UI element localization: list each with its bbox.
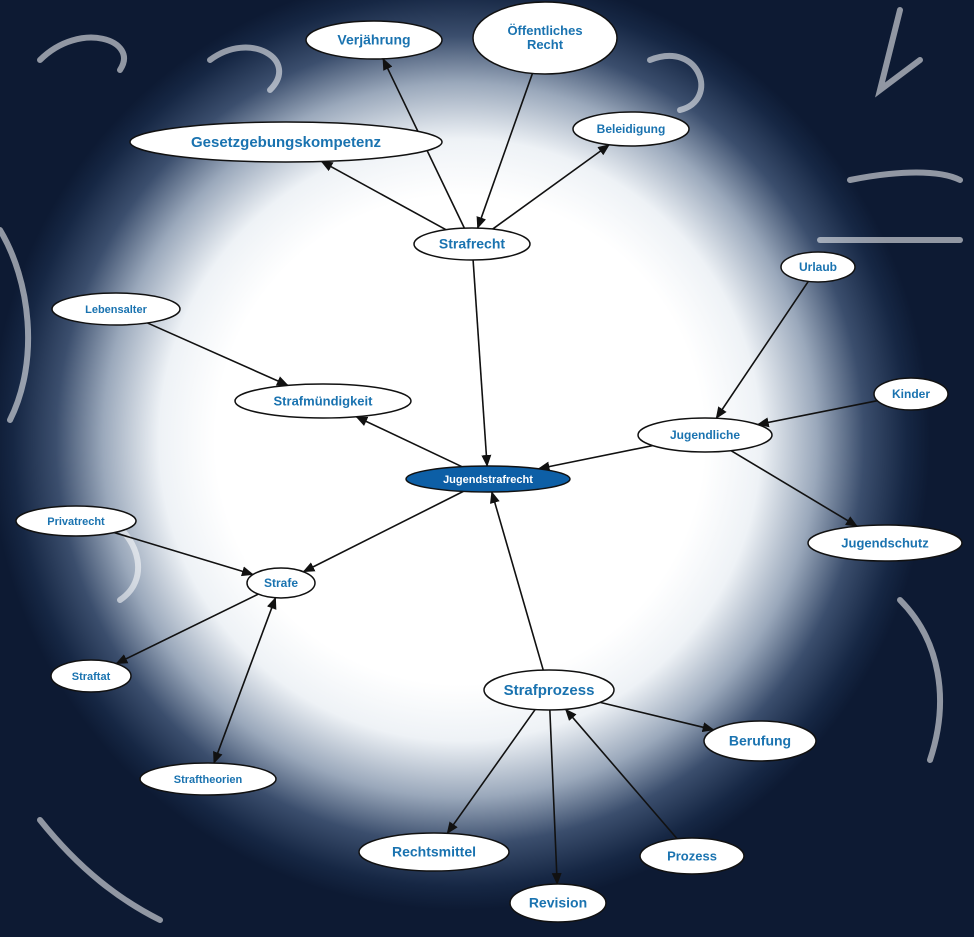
node-jugendliche-shape (637, 417, 773, 453)
node-beleidigung-shape (572, 111, 690, 147)
edge-prozess-to-strafprozess (565, 708, 678, 840)
node-privatrecht-label: Privatrecht (47, 516, 105, 528)
node-strafprozess-shape (483, 669, 615, 711)
node-prozess: Prozess (639, 837, 745, 875)
node-verjaehrung: Verjährung (305, 20, 443, 60)
node-lebensalter-label: Lebensalter (85, 304, 147, 316)
node-berufung: Berufung (703, 720, 817, 762)
node-verjaehrung-shape (305, 20, 443, 60)
node-kinder-shape (873, 377, 949, 411)
node-strafe-label: Strafe (264, 576, 298, 590)
node-strafe-shape (246, 567, 316, 599)
node-rechtsmittel-shape (358, 832, 510, 872)
node-straftat-label: Straftat (72, 671, 111, 683)
edge-strafrecht-to-beleidigung (492, 144, 611, 230)
node-jugendliche-label: Jugendliche (670, 428, 740, 442)
edge-jugendstrafrecht-to-strafe (302, 490, 464, 573)
edge-strafprozess-to-rechtsmittel (446, 709, 536, 835)
node-jugendstrafrecht-shape (405, 465, 571, 493)
edge-strafrecht-to-jugendstrafrecht (472, 259, 492, 467)
node-strafmuendigkeit-label: Strafmündigkeit (274, 393, 374, 408)
node-prozess-shape (639, 837, 745, 875)
node-straftat: Straftat (50, 659, 132, 693)
edge-jugendliche-to-jugendstrafrecht (537, 444, 653, 472)
node-verjaehrung-label: Verjährung (337, 32, 410, 48)
node-strafrecht-shape (413, 227, 531, 261)
node-beleidigung-label: Beleidigung (597, 122, 666, 136)
node-strafe: Strafe (246, 567, 316, 599)
node-jugendschutz-label: Jugendschutz (841, 535, 929, 550)
edge-strafe-to-straftheorien (213, 596, 277, 764)
edge-strafprozess-to-jugendstrafrecht (490, 491, 545, 671)
node-strafprozess-label: Strafprozess (504, 682, 595, 699)
node-strafmuendigkeit: Strafmündigkeit (234, 383, 412, 419)
edge-jugendstrafrecht-to-strafmuendigkeit (355, 416, 463, 468)
node-jugendstrafrecht-label: Jugendstrafrecht (443, 474, 533, 486)
node-straftheorien-label: Straftheorien (174, 774, 243, 786)
edge-oeffentliches-recht-to-strafrecht (476, 73, 534, 230)
node-jugendschutz-shape (807, 524, 963, 562)
node-oeffentliches-recht-label-line: Öffentliches (507, 23, 582, 38)
node-rechtsmittel-label: Rechtsmittel (392, 844, 476, 860)
node-jugendliche: Jugendliche (637, 417, 773, 453)
node-straftheorien: Straftheorien (139, 762, 277, 796)
node-privatrecht-shape (15, 505, 137, 537)
node-urlaub: Urlaub (780, 251, 856, 283)
node-privatrecht: Privatrecht (15, 505, 137, 537)
node-gesetzgebungskompetenz: Gesetzgebungskompetenz (129, 121, 443, 163)
node-revision: Revision (509, 883, 607, 923)
node-strafprozess: Strafprozess (483, 669, 615, 711)
node-oeffentliches-recht-label-line: Recht (527, 38, 564, 53)
node-strafrecht: Strafrecht (413, 227, 531, 261)
node-urlaub-label: Urlaub (799, 260, 837, 274)
node-straftat-shape (50, 659, 132, 693)
node-prozess-label: Prozess (667, 848, 717, 863)
node-lebensalter: Lebensalter (51, 292, 181, 326)
node-jugendstrafrecht: Jugendstrafrecht (405, 465, 571, 493)
node-lebensalter-shape (51, 292, 181, 326)
node-strafrecht-label: Strafrecht (439, 236, 505, 252)
edge-jugendliche-to-jugendschutz (730, 449, 858, 527)
node-berufung-shape (703, 720, 817, 762)
node-rechtsmittel: Rechtsmittel (358, 832, 510, 872)
node-straftheorien-shape (139, 762, 277, 796)
node-kinder-label: Kinder (892, 387, 930, 401)
node-oeffentliches-recht-shape (472, 1, 618, 75)
node-urlaub-shape (780, 251, 856, 283)
edge-strafprozess-to-revision (549, 709, 562, 886)
edge-strafrecht-to-gesetzgebungskompetenz (320, 160, 447, 231)
edge-lebensalter-to-strafmuendigkeit (147, 322, 289, 387)
node-gesetzgebungskompetenz-shape (129, 121, 443, 163)
edge-urlaub-to-jugendliche (715, 281, 809, 420)
nodes: Jugendstrafrecht Strafrecht Verjährung Öffe… (15, 1, 963, 923)
edge-kinder-to-jugendliche (756, 399, 878, 428)
node-strafmuendigkeit-shape (234, 383, 412, 419)
edge-strafprozess-to-berufung (599, 701, 715, 733)
node-kinder: Kinder (873, 377, 949, 411)
node-revision-shape (509, 883, 607, 923)
edge-strafe-to-straftat (115, 593, 259, 665)
node-jugendschutz: Jugendschutz (807, 524, 963, 562)
node-gesetzgebungskompetenz-label: Gesetzgebungskompetenz (191, 134, 381, 151)
node-revision-label: Revision (529, 895, 587, 911)
node-berufung-label: Berufung (729, 733, 791, 749)
edge-privatrecht-to-strafe (113, 531, 254, 577)
node-beleidigung: Beleidigung (572, 111, 690, 147)
